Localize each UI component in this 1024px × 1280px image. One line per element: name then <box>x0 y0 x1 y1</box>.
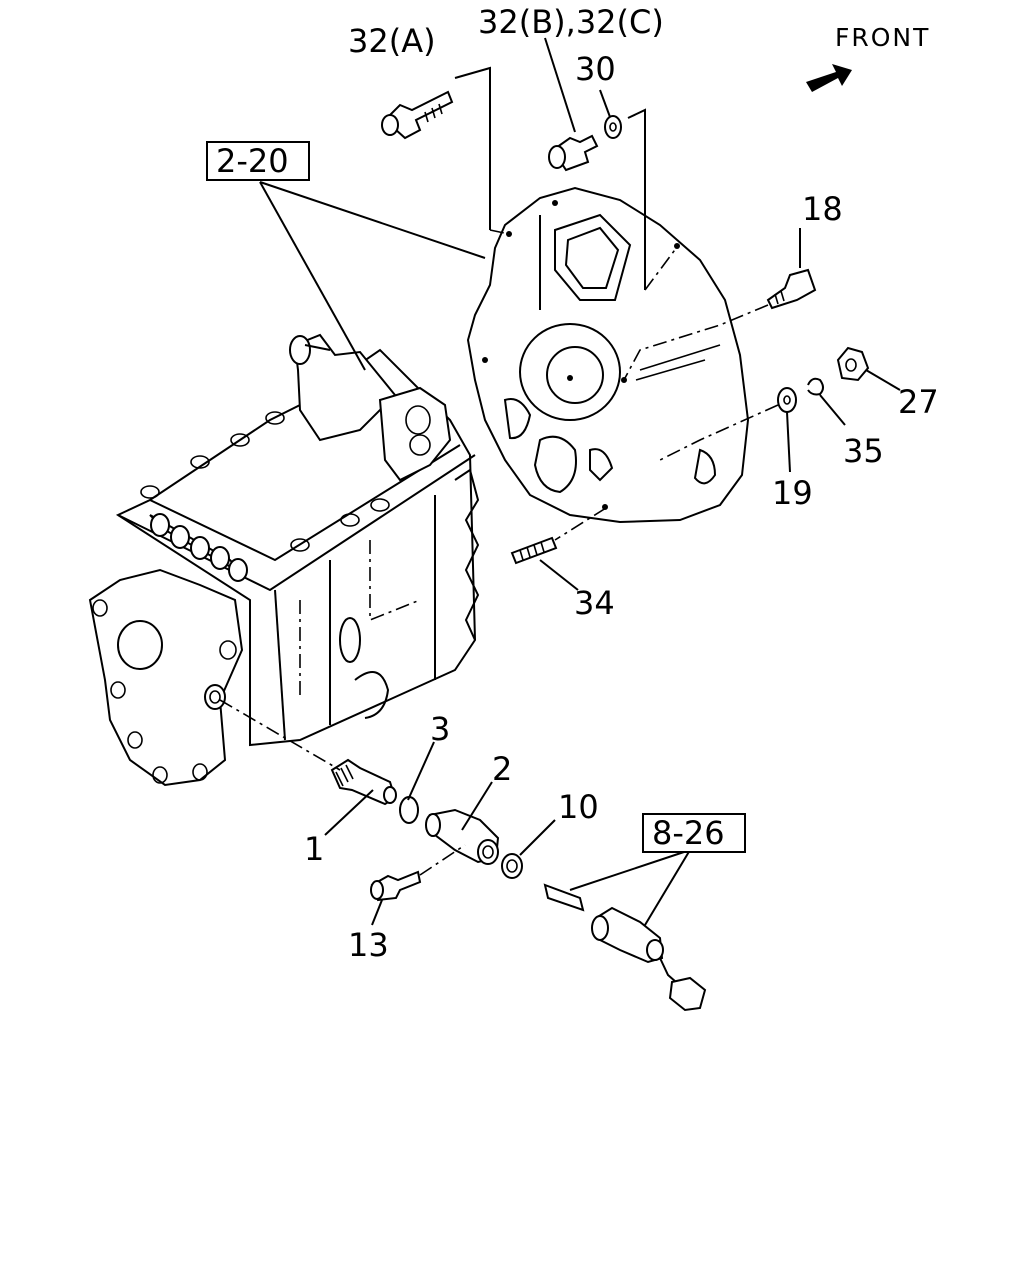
label-35: 35 <box>843 432 884 470</box>
shaft-1 <box>330 758 397 806</box>
label-30: 30 <box>575 50 616 88</box>
nut-27 <box>836 346 870 382</box>
label-10: 10 <box>558 788 599 826</box>
arrow-icon <box>806 64 852 92</box>
callout-labels: 32(A) 32(B),32(C) 30 2-20 18 27 35 19 34… <box>216 3 939 964</box>
label-3: 3 <box>430 710 450 748</box>
label-8-26: 8-26 <box>652 814 725 852</box>
bell-housing <box>466 186 750 524</box>
sleeve-2 <box>425 808 500 865</box>
leader-lines <box>219 37 901 926</box>
callout-box-8-26 <box>642 813 746 853</box>
sensor-8-26 <box>543 883 707 1012</box>
label-32a: 32(A) <box>348 22 436 60</box>
seal-10 <box>501 853 523 879</box>
front-indicator: FRONT <box>806 23 930 92</box>
label-19: 19 <box>772 474 813 512</box>
callout-box-2-20 <box>206 141 310 181</box>
front-label: FRONT <box>835 23 930 52</box>
lockwasher-35 <box>807 377 824 396</box>
label-2-20: 2-20 <box>216 142 289 180</box>
label-13: 13 <box>348 926 389 964</box>
washer-30 <box>604 115 622 139</box>
label-34: 34 <box>574 584 615 622</box>
stud-34 <box>510 536 558 565</box>
label-27: 27 <box>898 383 939 421</box>
screw-13 <box>370 870 422 902</box>
washer-19 <box>777 387 797 413</box>
bolt-32bc <box>548 134 599 172</box>
bolt-18 <box>766 268 817 310</box>
bolt-32a <box>381 90 454 140</box>
transmission-case <box>88 333 480 787</box>
label-32bc: 32(B),32(C) <box>478 3 664 41</box>
label-18: 18 <box>802 190 843 228</box>
label-1: 1 <box>304 830 324 868</box>
label-2: 2 <box>492 750 512 788</box>
oring-3 <box>399 796 419 824</box>
